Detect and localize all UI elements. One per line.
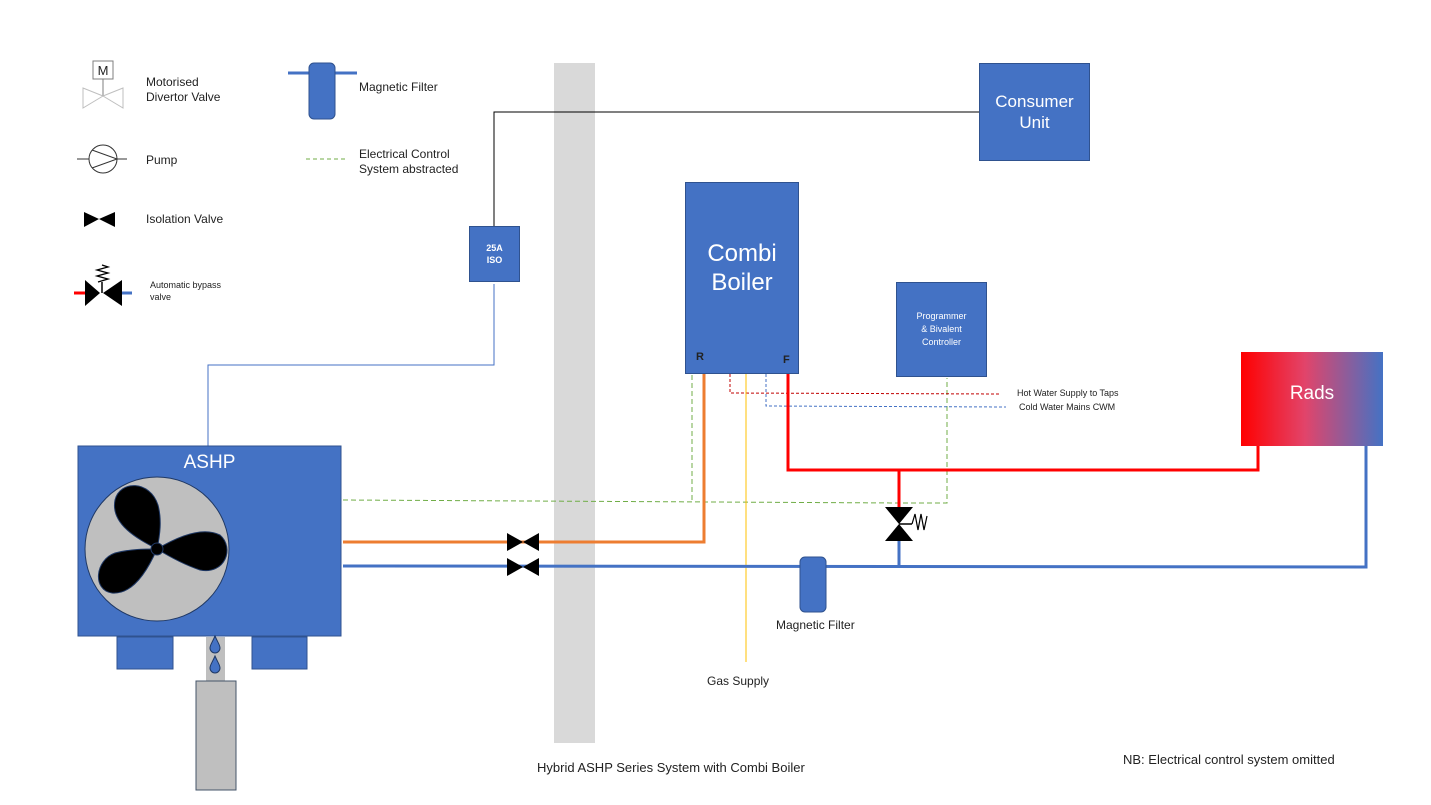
magnetic-filter-label: Magnetic Filter <box>776 618 855 632</box>
legend-label-pump: Pump <box>146 153 178 167</box>
flow-port-label: F <box>783 354 790 366</box>
boiler-flow-pipe <box>786 374 1260 472</box>
legend-label-isolation: Isolation Valve <box>146 212 224 226</box>
motor-glyph: M <box>97 63 109 78</box>
gas-supply-label: Gas Supply <box>707 674 770 688</box>
ashp-foot-left <box>116 636 174 670</box>
cold-water-label: Cold Water Mains CWM <box>1019 402 1116 412</box>
cold-water-line <box>765 374 1007 408</box>
return-port-label: R <box>696 351 704 363</box>
isolation-valve-icon[interactable] <box>507 558 539 576</box>
magnetic-filter-icon[interactable] <box>799 556 827 613</box>
condensate-soakaway <box>195 680 237 791</box>
ashp-flow-pipe <box>343 374 706 544</box>
isolation-valve-icon[interactable] <box>507 533 539 551</box>
ashp-foot-right <box>251 636 308 670</box>
ashp-supply-cable <box>207 284 495 447</box>
legend-label-filter: Magnetic Filter <box>359 80 438 94</box>
control-line <box>342 378 948 504</box>
diagram-title: Hybrid ASHP Series System with Combi Boi… <box>537 760 805 775</box>
rads-label: Rads <box>1289 383 1335 404</box>
hot-water-line <box>729 374 1001 395</box>
automatic-bypass-valve-icon <box>74 264 132 306</box>
automatic-bypass-valve-icon[interactable] <box>885 507 928 541</box>
mains-cable <box>493 111 980 226</box>
magnetic-filter-icon <box>288 62 357 120</box>
water-drop-icon <box>209 654 221 674</box>
hot-water-label: Hot Water Supply to Taps <box>1017 388 1119 398</box>
pump-icon <box>77 144 127 174</box>
return-pipe <box>342 446 1368 569</box>
isolation-valve-icon <box>84 212 115 227</box>
diagram-note: NB: Electrical control system omitted <box>1123 752 1335 767</box>
radiators[interactable] <box>1241 352 1383 446</box>
fan-blades-icon <box>97 485 228 594</box>
motorised-divertor-valve-icon <box>82 60 124 109</box>
water-drop-icon <box>209 634 221 654</box>
wall <box>554 63 595 743</box>
ashp-label: ASHP <box>183 452 236 473</box>
